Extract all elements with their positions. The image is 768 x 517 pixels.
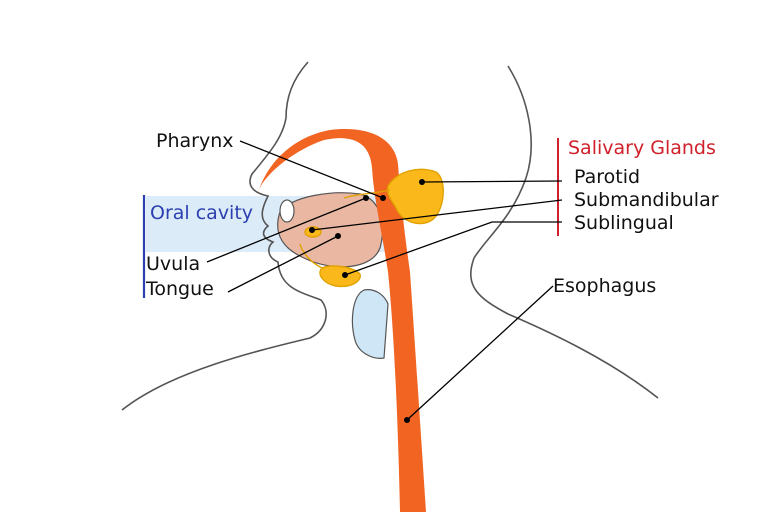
tongue-leader (227, 235, 339, 293)
uvula-shape (279, 199, 295, 223)
submandibular-label: Submandibular (574, 189, 719, 211)
pharynx-label: Pharynx (156, 130, 233, 152)
sublingual-leader (344, 221, 562, 276)
parotid-leader (421, 180, 563, 183)
esophagus-leader (406, 285, 554, 421)
submandibular-duct (299, 243, 323, 269)
submandibular-gland (319, 265, 361, 288)
esophagus-dot (404, 417, 410, 423)
submandibular-dot (309, 227, 315, 233)
parotid-label: Parotid (574, 166, 640, 188)
larynx-airway (351, 289, 389, 359)
pharynx-dot (380, 195, 386, 201)
sublingual-label: Sublingual (574, 212, 674, 234)
submandibular-leader (311, 199, 563, 231)
uvula-leader (206, 197, 367, 263)
uvula-label: Uvula (146, 253, 200, 275)
esophagus-label: Esophagus (553, 275, 656, 297)
pharynx-esophagus-tract (258, 129, 426, 512)
back-of-neck (470, 65, 659, 399)
parotid-gland (386, 168, 444, 225)
tongue-shape (277, 192, 384, 268)
salivary-glands-label: Salivary Glands (568, 137, 716, 159)
oral-cavity-label: Oral cavity (150, 202, 253, 224)
sublingual-dot (342, 272, 348, 278)
tongue-label: Tongue (145, 278, 214, 300)
tongue-dot (335, 233, 341, 239)
uvula-dot (363, 195, 369, 201)
parotid-dot (419, 179, 425, 185)
parotid-duct (343, 189, 391, 199)
pharynx-leader (239, 140, 384, 199)
head-outline (121, 61, 659, 411)
face-profile (121, 61, 327, 411)
